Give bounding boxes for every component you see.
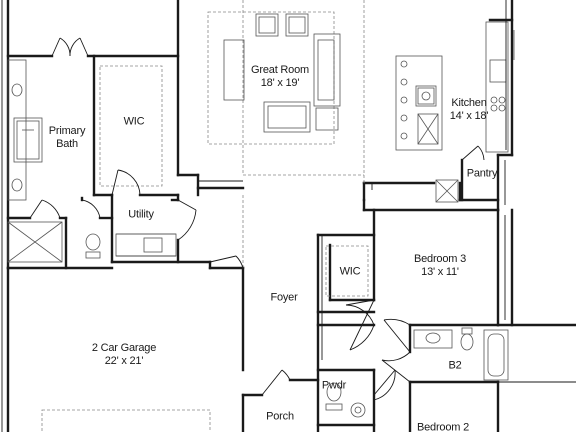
- room-label-kitchen: Kitchen 14' x 18': [449, 97, 489, 123]
- fixtures: [7, 13, 515, 418]
- primary-bath-name2: Bath: [56, 138, 78, 150]
- room-label-bedroom-3: Bedroom 3 13' x 11': [414, 253, 466, 279]
- kitchen-dims: 14' x 18': [449, 110, 489, 122]
- room-label-wic-primary: WIC: [124, 116, 145, 129]
- utility-name: Utility: [128, 208, 154, 221]
- inner-wall-lines: [1, 0, 506, 432]
- room-label-porch: Porch: [266, 411, 294, 424]
- wic-primary-name: WIC: [123, 115, 145, 128]
- primary-bath-name: Primary: [48, 125, 86, 137]
- room-label-wic-bedroom: WIC: [340, 266, 361, 279]
- doors: [29, 37, 485, 401]
- dashed-lines: [41, 0, 369, 432]
- foyer-name: Foyer: [270, 291, 298, 304]
- room-label-garage: 2 Car Garage 22' x 21': [92, 342, 156, 368]
- great-room-name: Great Room: [251, 64, 309, 76]
- room-label-great-room: Great Room 18' x 19': [251, 64, 309, 90]
- garage-dims: 22' x 21': [104, 355, 144, 367]
- room-label-utility: Utility: [128, 209, 154, 222]
- bedroom-2-name: Bedroom 2: [416, 421, 470, 432]
- porch-name: Porch: [266, 410, 294, 423]
- kitchen-name: Kitchen: [451, 97, 487, 109]
- pantry-name: Pantry: [466, 167, 498, 180]
- room-label-foyer: Foyer: [270, 292, 297, 305]
- garage-name: 2 Car Garage: [91, 342, 157, 354]
- bedroom-3-name: Bedroom 3: [413, 253, 467, 265]
- room-label-pantry: Pantry: [467, 168, 498, 181]
- walls: [6, 0, 576, 432]
- powder-name: Pwdr: [321, 379, 347, 392]
- b2-name: B2: [448, 359, 462, 372]
- bedroom-3-dims: 13' x 11': [421, 266, 459, 278]
- room-label-b2: B2: [448, 360, 461, 373]
- partial-walls: [498, 0, 576, 383]
- room-label-powder: Pwdr: [322, 380, 346, 393]
- wic-bedroom-name: WIC: [339, 265, 361, 278]
- room-label-bedroom-2: Bedroom 2: [417, 422, 469, 432]
- great-room-dims: 18' x 19': [260, 77, 300, 89]
- room-label-primary-bath: Primary Bath: [49, 125, 86, 151]
